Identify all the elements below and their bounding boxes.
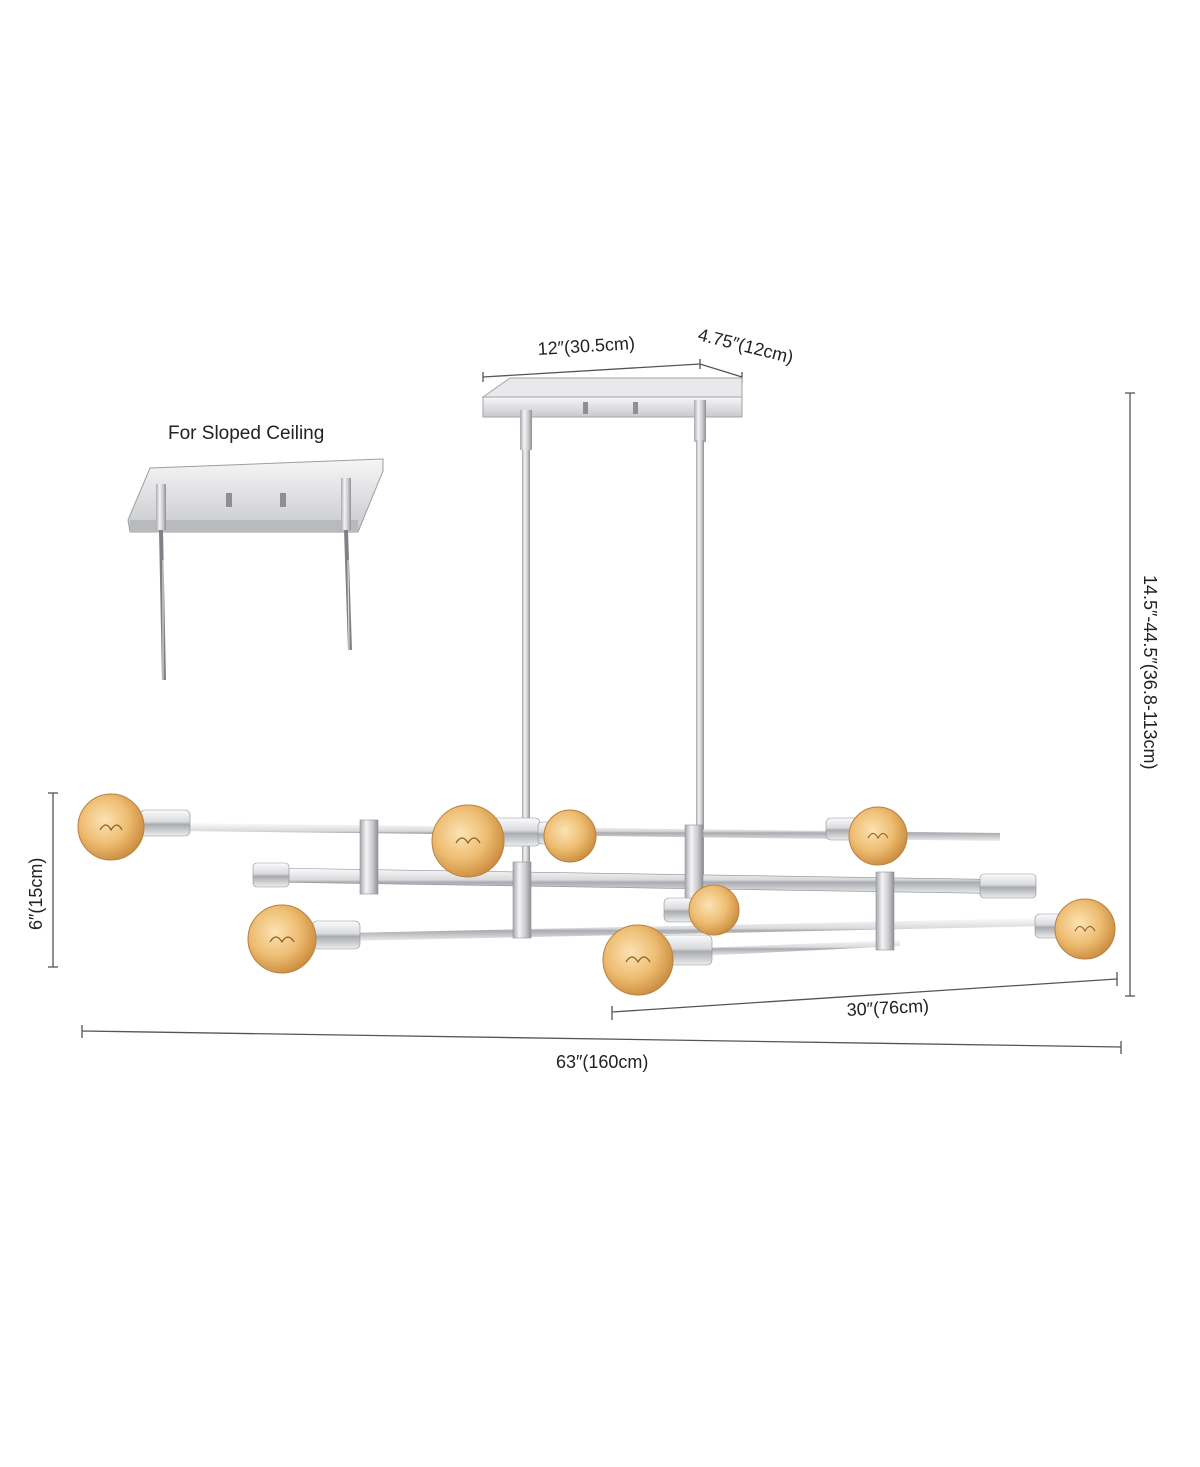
bulb-back-center (431, 804, 541, 878)
bulb-front-left (247, 904, 361, 974)
total-length-dimension: 63″(160cm) (81, 1025, 1122, 1072)
bulb-front-center (602, 924, 713, 996)
sloped-ceiling-label: For Sloped Ceiling (168, 423, 324, 444)
bulb-back-center-small (537, 809, 597, 863)
sloped-canopy-plate (127, 458, 384, 533)
bulb-front-right (1034, 898, 1116, 960)
canopy-width-dimension: 4.75″(12cm) (696, 324, 795, 382)
canopy-length-label: 12″(30.5cm) (537, 333, 635, 359)
height-dimension: 14.5″-44.5″(36.8-113cm) (1125, 392, 1160, 997)
globe-height-label: 6″(15cm) (26, 858, 46, 930)
bulb-back-right (825, 806, 908, 866)
canopy-plate (481, 377, 743, 418)
height-range-label: 14.5″-44.5″(36.8-113cm) (1140, 575, 1160, 770)
hanging-rods (520, 400, 706, 900)
canopy-width-label: 4.75″(12cm) (696, 324, 795, 367)
canopy-length-dimension: 12″(30.5cm) (482, 333, 701, 382)
bulb-back-left (77, 793, 191, 861)
sloped-ceiling-inset: For Sloped Ceiling (127, 423, 384, 681)
total-length-label: 63″(160cm) (556, 1052, 648, 1072)
depth-dimension: 30″(76cm) (611, 972, 1118, 1020)
sloped-hanger-rods (156, 478, 352, 681)
depth-label: 30″(76cm) (846, 996, 929, 1020)
bulb-front-center-small (663, 884, 740, 936)
globe-height-dimension: 6″(15cm) (26, 792, 58, 968)
